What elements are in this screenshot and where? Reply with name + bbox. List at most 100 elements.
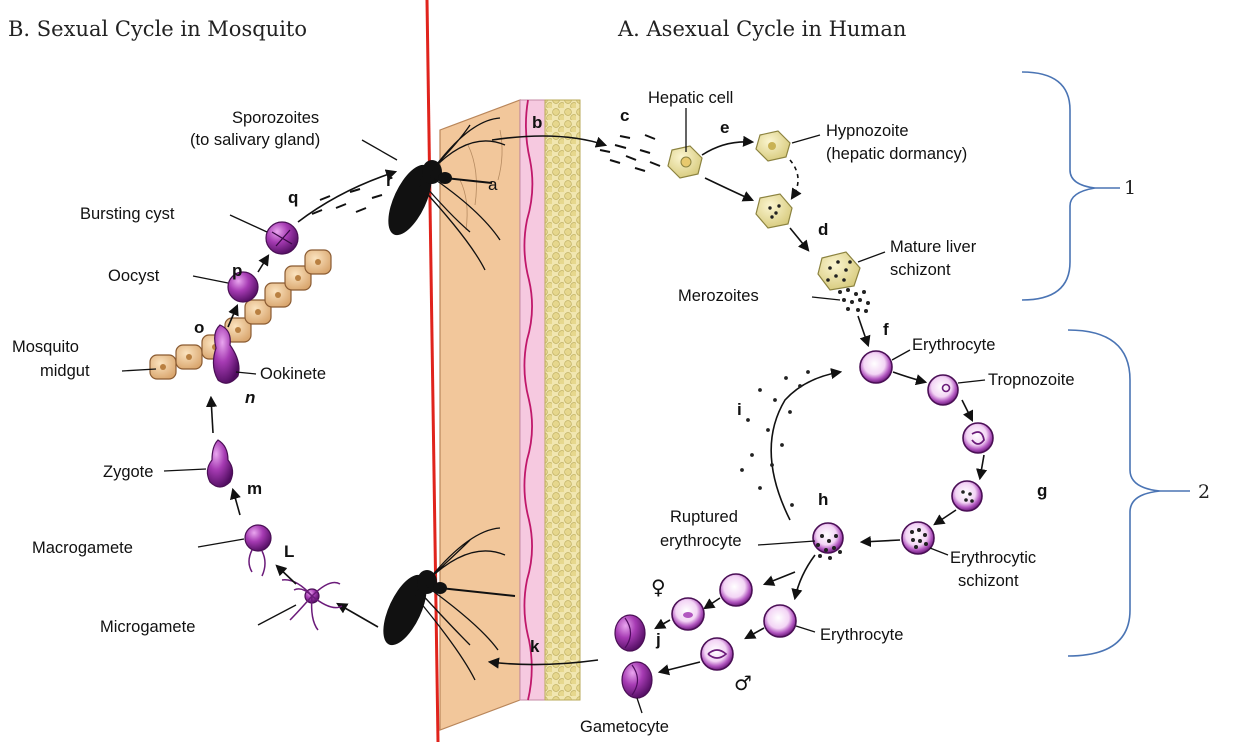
leader-hypnozoite [792, 135, 820, 143]
label-ruptured: Ruptured [670, 508, 738, 526]
brace-blood-stage [1068, 330, 1160, 656]
sporozoite-dashes-c [600, 135, 660, 171]
stage-letter-p: p [232, 261, 242, 280]
label-erythrocytic: Erythrocytic [950, 549, 1036, 567]
arrow-zygote-to-ookinete [211, 398, 213, 433]
arrow-to-mature-schizont [790, 228, 808, 250]
leader-microgamete [258, 605, 296, 625]
arrow-female-to-gametocyte [656, 620, 670, 628]
leader-macrogamete [198, 539, 244, 547]
merozoites-dots [838, 288, 870, 313]
arrow-trophozoite-down [962, 400, 972, 420]
male-gametocyte-early [764, 605, 796, 637]
leader-bursting-cyst [230, 215, 267, 232]
stage-letter-e: e [720, 118, 729, 137]
leader-mature-liver [858, 252, 885, 262]
microgamete-cell [282, 580, 342, 630]
stage-letter-i: i [737, 400, 742, 419]
developing-liver-schizont [756, 194, 792, 228]
header-sexual-cycle: B. Sexual Cycle in Mosquito [8, 17, 307, 41]
arrow-oocyst-to-bursting [258, 256, 268, 272]
arrow-microgamete-to-macrogamete [277, 566, 296, 584]
brace-number-2: 2 [1198, 481, 1210, 503]
male-gametocyte-mid [701, 638, 733, 670]
arrow-hepatic-to-schizont [705, 178, 752, 200]
ring-stage-cell [963, 423, 993, 453]
label-sporozoites: Sporozoites [232, 109, 319, 127]
label-ruptured-sub: erythrocyte [660, 532, 742, 550]
female-symbol: ♀ [651, 575, 666, 599]
label-hypnozoite: Hypnozoite [826, 122, 909, 140]
stage-letter-m: m [247, 479, 262, 498]
brace-liver-stage [1022, 72, 1095, 300]
arrow-hypnozoite-reactivate [790, 160, 798, 198]
label-bursting-cyst: Bursting cyst [80, 205, 175, 223]
header-asexual-cycle: A. Asexual Cycle in Human [617, 17, 906, 41]
label-ookinete: Ookinete [260, 365, 326, 383]
stage-letter-o: o [194, 318, 204, 337]
leader-zygote [164, 469, 206, 471]
erythrocyte-top [860, 351, 892, 383]
label-mature-liver-sub: schizont [890, 261, 951, 279]
macrogamete-cell [245, 525, 271, 576]
arrow-branch-left [765, 572, 795, 584]
label-mosquito: Mosquito [12, 338, 79, 356]
label-erythrocyte-top: Erythrocyte [912, 336, 995, 354]
arrow-to-hypnozoite [702, 142, 752, 155]
leader-oocyst [193, 276, 228, 283]
stage-letter-d: d [818, 220, 828, 239]
leader-erythrocyte-top [892, 350, 910, 360]
label-microgamete: Microgamete [100, 618, 195, 636]
stage-letter-b: b [532, 113, 542, 132]
label-midgut: midgut [40, 362, 90, 380]
erythrocytic-schizont-cell [902, 522, 934, 554]
arrow-ring-down [980, 455, 984, 478]
stage-letter-q: q [288, 188, 298, 207]
stage-letter-h: h [818, 490, 828, 509]
sporozoite-dashes-q [312, 189, 382, 214]
leader-sporozoites [362, 140, 397, 160]
label-gametocyte: Gametocyte [580, 718, 669, 736]
arrow-schizont-to-ruptured [862, 540, 900, 542]
leader-tropnozoite [958, 380, 985, 383]
brace-number-1: 1 [1124, 177, 1136, 199]
label-erythrocyte-bottom: Erythrocyte [820, 626, 903, 644]
label-merozoites: Merozoites [678, 287, 759, 305]
stage-letter-n: n [245, 388, 255, 407]
arrow-macrogamete-to-zygote [233, 490, 240, 515]
label-macrogamete: Macrogamete [32, 539, 133, 557]
stage-letter-L: L [284, 542, 294, 561]
late-trophozoite-cell [952, 481, 982, 511]
arrow-mosquito-to-microgamete [338, 604, 378, 627]
male-symbol: ♂ [734, 671, 752, 695]
leader-erythrocyte-bottom [796, 626, 815, 632]
divider-line [427, 0, 438, 742]
mature-liver-schizont [818, 252, 860, 290]
arrow-late-troph-to-schizont [935, 510, 956, 524]
reinvasion-dots [740, 370, 810, 507]
label-oocyst: Oocyst [108, 267, 160, 285]
label-sporozoites-sub: (to salivary gland) [190, 131, 320, 149]
arrow-merozoites-to-erythrocyte [858, 316, 868, 345]
stage-letter-r: r [386, 171, 393, 190]
zygote-cell [207, 440, 232, 487]
arrow-female-early-to-mid [705, 598, 720, 608]
label-hypnozoite-sub: (hepatic dormancy) [826, 145, 967, 163]
arrow-male-early-to-mid [746, 628, 764, 638]
stage-letter-g: g [1037, 481, 1047, 500]
stage-letter-k: k [530, 637, 540, 656]
label-mature-liver: Mature liver [890, 238, 977, 256]
arrow-erythrocyte-to-trophozoite [893, 372, 925, 382]
stage-letter-a: a [488, 175, 498, 194]
stage-letter-f: f [883, 320, 889, 339]
leader-merozoites [812, 297, 840, 300]
label-zygote: Zygote [103, 463, 153, 481]
label-hepatic-cell: Hepatic cell [648, 89, 733, 107]
leader-gametocyte [637, 698, 642, 713]
leader-erythrocytic-schizont [930, 548, 948, 555]
ruptured-erythrocyte-cell [813, 523, 843, 553]
arrow-male-to-gametocyte [660, 662, 700, 672]
stage-letter-j: j [655, 630, 661, 649]
arrow-ruptured-branch [795, 555, 815, 598]
